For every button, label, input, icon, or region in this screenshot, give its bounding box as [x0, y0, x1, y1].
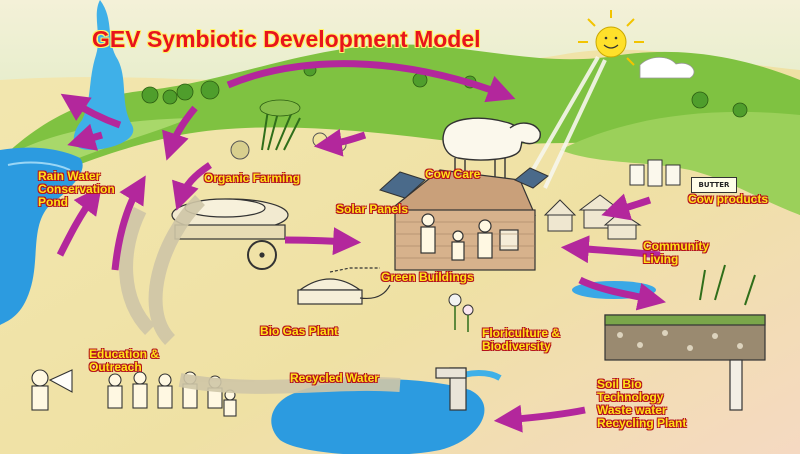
solar-panel-icon [379, 167, 549, 199]
flow-arrows [56, 60, 666, 433]
rain-water-pond [0, 147, 83, 325]
arrow-pond-top [60, 93, 122, 129]
recycled-water-pond [271, 379, 485, 454]
cow-products-icon [629, 159, 681, 187]
label-soil-bio-line2: Technology [597, 390, 664, 404]
label-soil-bio-line3: Waste water [597, 403, 667, 417]
label-community-line2: Living [643, 252, 679, 266]
label-floriculture: Floriculture & Biodiversity [482, 327, 560, 353]
label-bio-gas-plant: Bio Gas Plant [260, 324, 339, 338]
label-education-line2: Outreach [89, 360, 142, 374]
arrow-recycle [493, 404, 586, 433]
bio-gas-plant-icon [297, 267, 391, 305]
family-figures [420, 213, 493, 261]
label-soil-bio-line4: Recycling Plant [597, 416, 687, 430]
arrow-top [226, 60, 516, 103]
label-rain-water-line1: Rain Water [38, 169, 101, 183]
label-rain-water-line2: Conservation [38, 182, 115, 196]
label-soil-bio: Soil Bio Technology Waste water Recyclin… [597, 378, 686, 430]
cloud [639, 56, 695, 79]
cycle-arcs [119, 195, 401, 394]
label-cow-products: Cow products [688, 192, 768, 206]
arrow-left [67, 123, 103, 151]
label-education-line1: Education & [89, 347, 160, 361]
label-rain-water: Rain Water Conservation Pond [38, 170, 115, 209]
label-soil-bio-line1: Soil Bio [597, 377, 642, 391]
label-recycled-water: Recycled Water [290, 371, 379, 385]
green-building [388, 169, 536, 271]
sun-icon [578, 10, 644, 66]
arrow-organic-down [172, 162, 212, 211]
sun-rays [525, 56, 607, 189]
label-cow-care: Cow Care [425, 167, 481, 181]
pond-ripple [7, 161, 71, 171]
label-floriculture-line2: Biodiversity [482, 339, 551, 353]
arrow-community [560, 235, 661, 264]
arrow-cart-building [284, 227, 362, 256]
label-floriculture-line1: Floriculture & [482, 326, 561, 340]
water-pipe-icon [435, 367, 467, 411]
cow-icon [442, 117, 541, 180]
arrow-products-village [601, 193, 652, 221]
green-hills [0, 44, 800, 216]
label-community-line1: Community [643, 239, 709, 253]
butter-label: BUTTER [691, 177, 737, 193]
label-rain-water-line3: Pond [38, 195, 68, 209]
label-solar-panels: Solar Panels [336, 202, 409, 216]
arrow-to-soil [578, 276, 666, 311]
arrow-organic [162, 105, 198, 161]
arrow-cow-left [313, 128, 367, 157]
floriculture-icon [448, 293, 474, 332]
soil-bio-plant-icon [604, 264, 766, 411]
diagram-title: GEV Symbiotic Development Model [92, 26, 481, 52]
arrow-education-up [56, 186, 102, 257]
label-education: Education & Outreach [89, 348, 159, 374]
label-community-living: Community Living [643, 240, 709, 266]
label-green-buildings: Green Buildings [381, 270, 474, 284]
sky [0, 0, 800, 81]
label-organic-farming: Organic Farming [204, 171, 301, 185]
right-hill [560, 111, 800, 215]
arrow-left-up [111, 175, 146, 271]
